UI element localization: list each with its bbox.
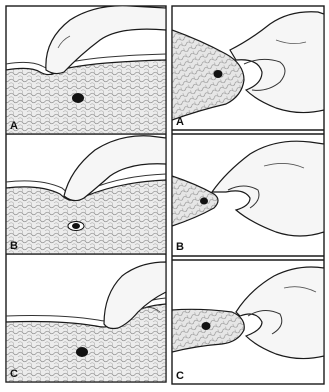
panel-label: A — [10, 120, 18, 132]
left-column: A B C — [6, 6, 166, 382]
lesion-dot — [72, 223, 80, 229]
panel-label: B — [176, 241, 184, 253]
panel-label: C — [10, 368, 18, 380]
panel-label: A — [176, 116, 184, 128]
panel-label: C — [176, 370, 184, 382]
lesion-dot — [200, 198, 208, 205]
lesion-dot — [202, 322, 211, 330]
right-column: A B C — [172, 6, 324, 384]
panel-label: B — [10, 240, 18, 252]
tissue-layer — [6, 60, 166, 134]
lesion-dot — [72, 93, 84, 103]
lesion-dot — [214, 70, 223, 78]
lesion-dot — [76, 347, 88, 357]
